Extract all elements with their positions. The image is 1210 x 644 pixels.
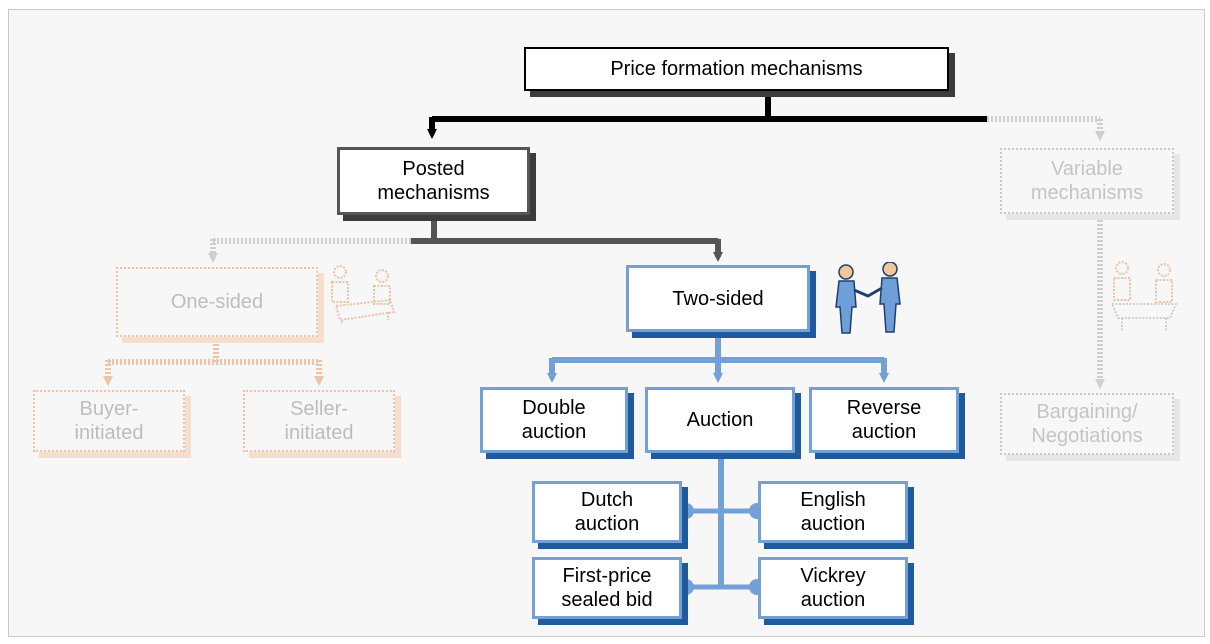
first-price-sealed-bid-node: First-price sealed bid: [532, 557, 682, 619]
auction-node: Auction: [645, 387, 795, 453]
posted-mechanisms-node: Posted mechanisms: [337, 147, 530, 215]
vickrey-auction-node: Vickrey auction: [758, 557, 908, 619]
one-sided-to-initiated-connector: [103, 340, 324, 386]
bargaining-negotiations-node: Bargaining/ Negotiations: [1000, 393, 1174, 455]
posted-to-one-sided-connector: [208, 238, 412, 263]
variable-mechanisms-node: Variable mechanisms: [1000, 148, 1174, 214]
seller-initiated-node: Seller- initiated: [243, 390, 395, 452]
two-sided-to-auctions-connector: [547, 332, 889, 383]
handshake-icon: [835, 262, 901, 334]
root-to-posted-connector: [427, 91, 987, 139]
english-auction-node: English auction: [758, 481, 908, 543]
root-to-variable-connector: [987, 116, 1105, 141]
posted-to-two-sided-connector: [410, 215, 723, 262]
auction-subtypes-connector: [678, 446, 765, 595]
dutch-auction-node: Dutch auction: [532, 481, 682, 543]
buyer-initiated-node: Buyer- initiated: [33, 390, 185, 452]
reverse-auction-node: Reverse auction: [809, 387, 959, 453]
negotiation-table-icon: [1110, 261, 1178, 332]
double-auction-node: Double auction: [480, 387, 628, 453]
price-formation-root-node: Price formation mechanisms: [524, 47, 949, 91]
one-sided-node: One-sided: [116, 267, 318, 337]
meeting-people-icon: [331, 265, 396, 324]
two-sided-node: Two-sided: [626, 265, 810, 332]
